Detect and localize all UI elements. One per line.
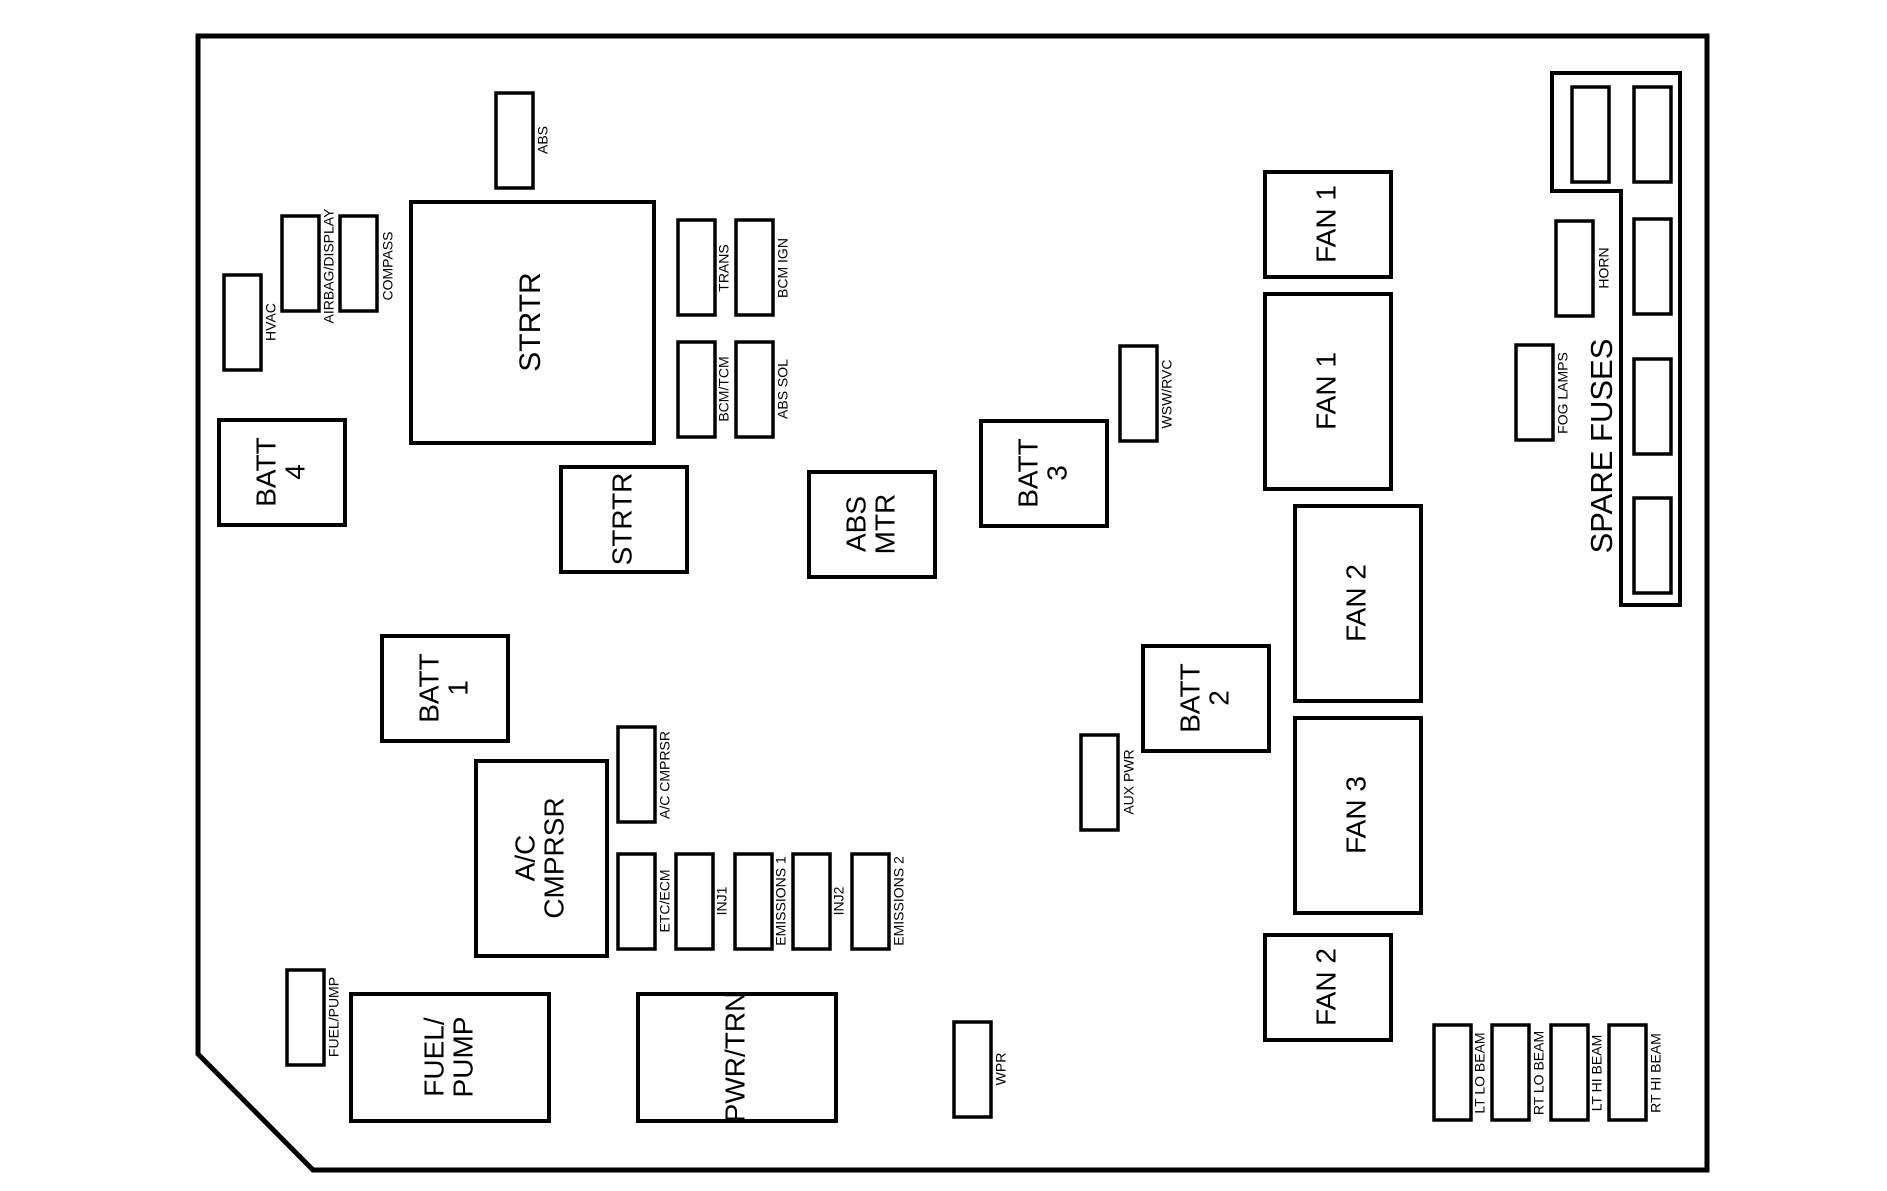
fuse-bcm-tcm-label: BCM/TCM xyxy=(716,356,732,421)
fuse-compass-label: COMPASS xyxy=(380,232,396,301)
fuse-rt-lo-beam: RT LO BEAM xyxy=(1490,1023,1547,1122)
relay-batt-3-line2: 3 xyxy=(1041,465,1072,481)
relay-batt-1: BATT 1 xyxy=(380,634,510,743)
fuse-inj1-label: INJ1 xyxy=(714,886,730,915)
fuse-inj2: INJ2 xyxy=(791,852,847,951)
relay-fan-3: FAN 3 xyxy=(1293,716,1423,915)
relay-batt-1-line1: BATT xyxy=(413,653,444,722)
fuse-rt-hi-beam-label: RT HI BEAM xyxy=(1648,1033,1664,1113)
spare-fuse-slot xyxy=(1632,85,1673,184)
fuse-compass: COMPASS xyxy=(338,214,396,313)
fuse-lt-hi-beam: LT HI BEAM xyxy=(1549,1023,1605,1122)
fuse-bcm-ign: BCM IGN xyxy=(734,218,791,317)
relay-batt-2-line1: BATT xyxy=(1174,663,1205,732)
fuse-bcm-ign-label: BCM IGN xyxy=(775,238,791,298)
fuse-ac-cmprsr: A/C CMPRSR xyxy=(616,725,673,824)
relay-batt-2: BATT 2 xyxy=(1141,644,1271,753)
relay-strtr-main-label: STRTR xyxy=(514,272,547,371)
relay-fan-1-mid: FAN 1 xyxy=(1263,292,1393,491)
fuse-abs-label: ABS xyxy=(535,126,551,154)
fuse-hvac: HVAC xyxy=(222,273,279,372)
fuse-box-outline xyxy=(195,33,1710,1173)
fuse-fog-lamps-label: FOG LAMPS xyxy=(1555,352,1571,434)
fuse-emissions-1-label: EMISSIONS 1 xyxy=(773,856,789,946)
fuse-lt-lo-beam: LT LO BEAM xyxy=(1432,1023,1488,1122)
spare-fuse-slot xyxy=(1632,357,1673,456)
relay-batt-4-line2: 4 xyxy=(279,464,310,480)
relay-fan-2-bottom-label: FAN 2 xyxy=(1310,948,1341,1026)
fuse-abs-sol-label: ABS SOL xyxy=(775,359,791,419)
spare-fuse-slot xyxy=(1632,496,1673,595)
fuse-wpr: WPR xyxy=(952,1020,1009,1119)
relay-fan-2-bottom: FAN 2 xyxy=(1263,933,1393,1042)
fuse-hvac-label: HVAC xyxy=(263,303,279,341)
fuse-ac-cmprsr-label: A/C CMPRSR xyxy=(657,731,673,819)
fuse-bcm-tcm: BCM/TCM xyxy=(676,340,732,439)
fuse-lt-hi-beam-label: LT HI BEAM xyxy=(1589,1035,1605,1112)
relay-fuel-pump-line2: PUMP xyxy=(447,1017,478,1098)
fuse-wsw-rvc-label: WSW/RVC xyxy=(1159,360,1175,429)
fuse-aux-pwr: AUX PWR xyxy=(1079,733,1137,832)
relay-batt-1-line2: 1 xyxy=(442,680,473,696)
fuse-aux-pwr-label: AUX PWR xyxy=(1121,749,1137,814)
fuse-fuel-pump-label: FUEL/PUMP xyxy=(326,977,342,1057)
fuse-rt-hi-beam: RT HI BEAM xyxy=(1607,1023,1664,1122)
fuse-wpr-label: WPR xyxy=(993,1053,1009,1086)
fuse-airbag-display-label: AIRBAG/DISPLAY xyxy=(321,208,337,324)
fuse-inj1: INJ1 xyxy=(674,852,730,951)
relay-pwr-trn-label: PWR/TRN xyxy=(719,992,750,1123)
fuse-wsw-rvc: WSW/RVC xyxy=(1118,344,1175,443)
relay-fuel-pump-line1: FUEL/ xyxy=(418,1017,449,1097)
relay-fan-3-label: FAN 3 xyxy=(1340,776,1371,854)
relay-abs-mtr-line1: ABS xyxy=(840,496,871,552)
relay-fan-1-mid-label: FAN 1 xyxy=(1310,352,1341,430)
fuse-etc-ecm-label: ETC/ECM xyxy=(657,870,673,933)
spare-fuses-label: SPARE FUSES xyxy=(1584,339,1619,554)
relay-batt-3: BATT 3 xyxy=(979,419,1109,528)
fuse-abs: ABS xyxy=(494,91,551,190)
spare-fuse-slot xyxy=(1570,85,1611,184)
relay-batt-3-line1: BATT xyxy=(1012,438,1043,507)
fuse-horn: HORN xyxy=(1554,219,1612,318)
fuse-etc-ecm: ETC/ECM xyxy=(616,852,673,951)
fuse-trans-label: TRANS xyxy=(716,244,732,291)
relay-strtr-small: STRTR xyxy=(559,465,689,574)
spare-fuses-enclosure xyxy=(1550,71,1682,607)
fuse-emissions-2: EMISSIONS 2 xyxy=(850,852,907,951)
relay-abs-mtr: ABS MTR xyxy=(807,470,937,579)
fuse-lt-lo-beam-label: LT LO BEAM xyxy=(1472,1032,1488,1113)
relay-fan-1-top: FAN 1 xyxy=(1263,170,1393,279)
relay-batt-2-line2: 2 xyxy=(1203,690,1234,706)
relay-ac-cmprsr-line2: CMPRSR xyxy=(538,797,569,918)
fuse-emissions-2-label: EMISSIONS 2 xyxy=(891,856,907,946)
relay-strtr-small-label: STRTR xyxy=(606,473,637,566)
fuse-fog-lamps: FOG LAMPS xyxy=(1514,343,1571,442)
fuse-airbag-display: AIRBAG/DISPLAY xyxy=(280,208,337,324)
relay-fuel-pump: FUEL/ PUMP xyxy=(349,992,551,1123)
relay-batt-4: BATT 4 xyxy=(217,418,347,527)
spare-fuse-slot xyxy=(1632,217,1673,316)
fuse-emissions-1: EMISSIONS 1 xyxy=(733,852,789,951)
fuse-trans: TRANS xyxy=(676,218,732,317)
relay-ac-cmprsr: A/C CMPRSR xyxy=(474,759,609,958)
relay-strtr-main: STRTR xyxy=(409,200,656,445)
fuse-abs-sol: ABS SOL xyxy=(734,340,791,439)
fuse-fuel-pump: FUEL/PUMP xyxy=(285,968,342,1067)
relay-fan-2-right: FAN 2 xyxy=(1293,504,1423,703)
relay-pwr-trn: PWR/TRN xyxy=(636,992,838,1123)
relay-fan-1-top-label: FAN 1 xyxy=(1310,185,1341,263)
fuse-inj2-label: INJ2 xyxy=(831,886,847,915)
relay-abs-mtr-line2: MTR xyxy=(869,494,900,555)
relay-batt-4-line1: BATT xyxy=(250,437,281,506)
fuse-rt-lo-beam-label: RT LO BEAM xyxy=(1531,1031,1547,1115)
relay-fan-2-right-label: FAN 2 xyxy=(1340,564,1371,642)
relay-ac-cmprsr-line1: A/C xyxy=(509,835,540,882)
fuse-horn-label: HORN xyxy=(1596,247,1612,288)
